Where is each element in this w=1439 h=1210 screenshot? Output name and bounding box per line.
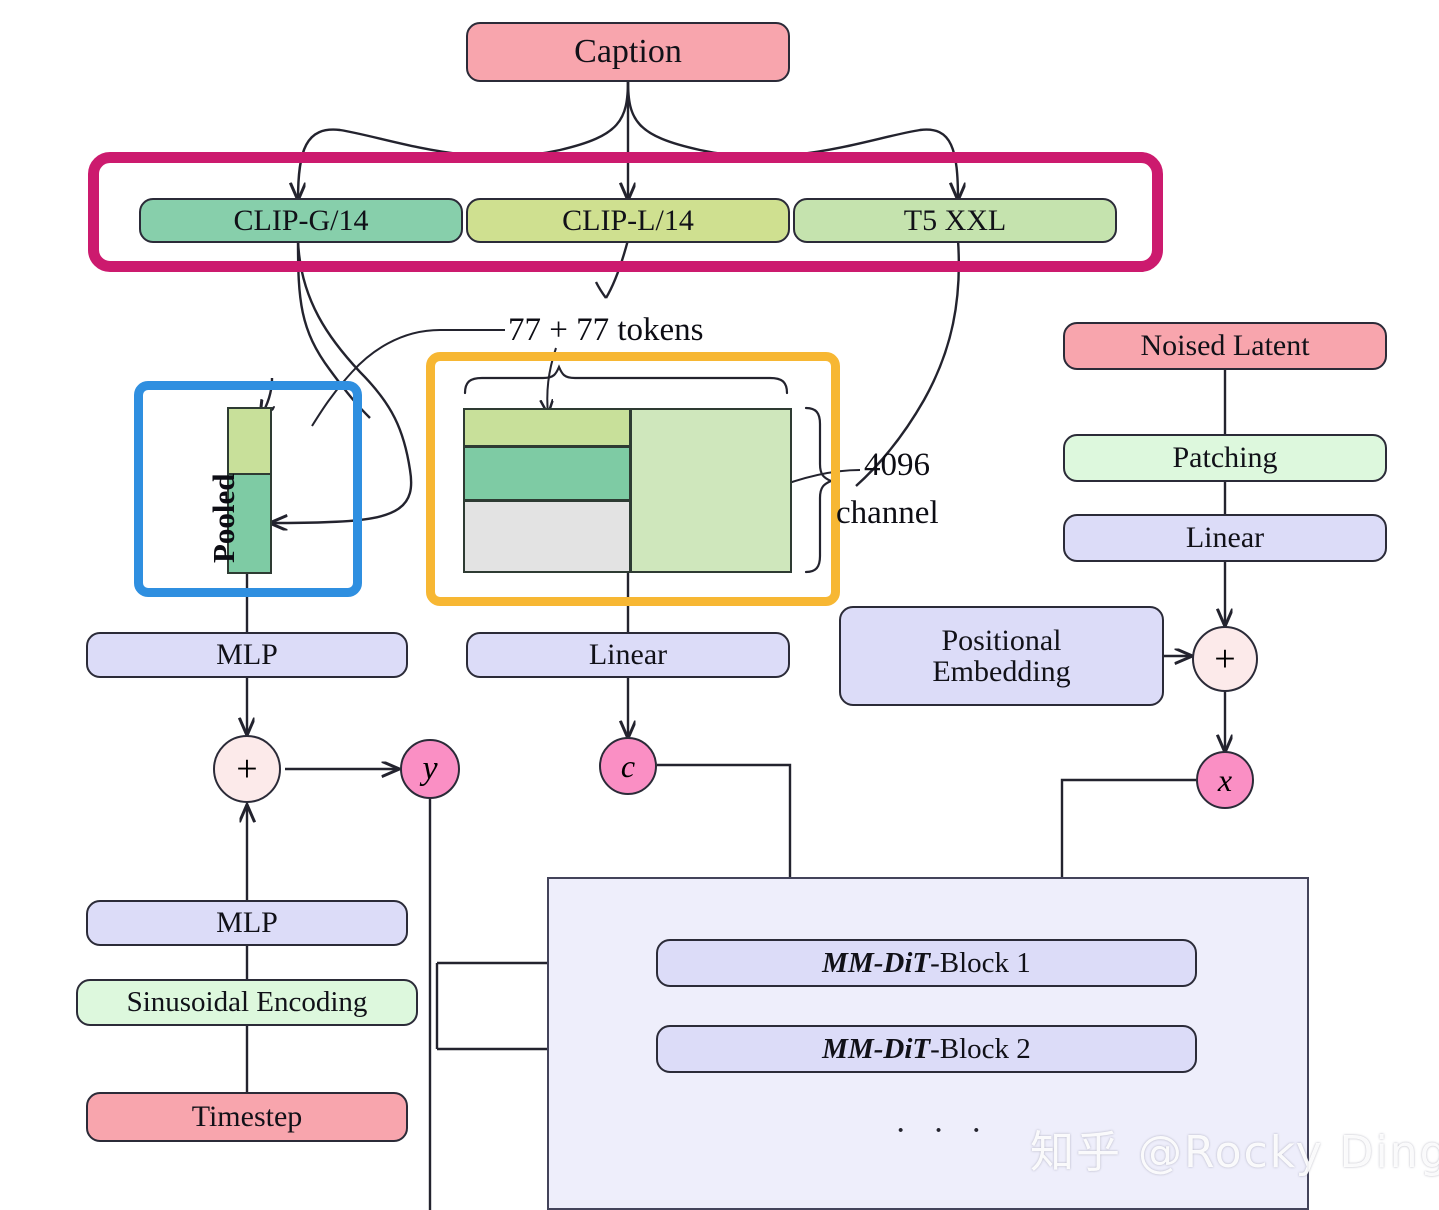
matrix-cell-zero-pad	[463, 500, 631, 573]
node-mm-dit-block-1[interactable]: MM-DiT-Block 1	[656, 939, 1197, 987]
node-x: x	[1196, 751, 1254, 809]
node-caption[interactable]: Caption	[466, 22, 790, 82]
node-linear-latent[interactable]: Linear	[1063, 514, 1387, 562]
pooled-label: Pooled	[206, 473, 241, 563]
node-t5-xxl[interactable]: T5 XXL	[793, 198, 1117, 243]
node-c: c	[599, 737, 657, 795]
mm-dit-block-2-rest: -Block 2	[930, 1032, 1031, 1065]
adder-y: +	[213, 735, 281, 803]
tokens-annotation: 77 + 77 tokens	[508, 312, 704, 348]
node-mlp-pooled[interactable]: MLP	[86, 632, 408, 678]
pooled-cell-bottom	[227, 473, 272, 574]
mm-dit-block-1-rest: -Block 1	[930, 946, 1031, 979]
mm-dit-block-1-emph: MM-DiT	[822, 946, 931, 979]
matrix-cell-t5-tokens	[630, 408, 792, 573]
node-y: y	[400, 739, 460, 799]
node-linear-text[interactable]: Linear	[466, 632, 790, 678]
node-positional-embedding[interactable]: Positional Embedding	[839, 606, 1164, 706]
positional-embedding-line1: Positional	[941, 623, 1062, 657]
node-patching[interactable]: Patching	[1063, 434, 1387, 482]
node-noised-latent[interactable]: Noised Latent	[1063, 322, 1387, 370]
channel-annotation-line1: 4096	[864, 447, 930, 483]
channel-annotation-line2: channel	[836, 495, 939, 531]
mm-dit-ellipsis: · · ·	[895, 1112, 991, 1149]
node-mm-dit-block-2[interactable]: MM-DiT-Block 2	[656, 1025, 1197, 1073]
node-sinusoidal-encoding[interactable]: Sinusoidal Encoding	[76, 979, 418, 1026]
node-mlp-timestep[interactable]: MLP	[86, 900, 408, 946]
node-timestep[interactable]: Timestep	[86, 1092, 408, 1142]
pooled-cell-top	[227, 407, 272, 475]
node-clip-g[interactable]: CLIP-G/14	[139, 198, 463, 243]
mm-dit-block-2-emph: MM-DiT	[822, 1032, 931, 1065]
matrix-cell-clip-l-tokens	[463, 408, 631, 447]
positional-embedding-line2: Embedding	[932, 655, 1071, 688]
matrix-cell-clip-g-tokens	[463, 446, 631, 501]
adder-x: +	[1192, 626, 1258, 692]
node-clip-l[interactable]: CLIP-L/14	[466, 198, 790, 243]
